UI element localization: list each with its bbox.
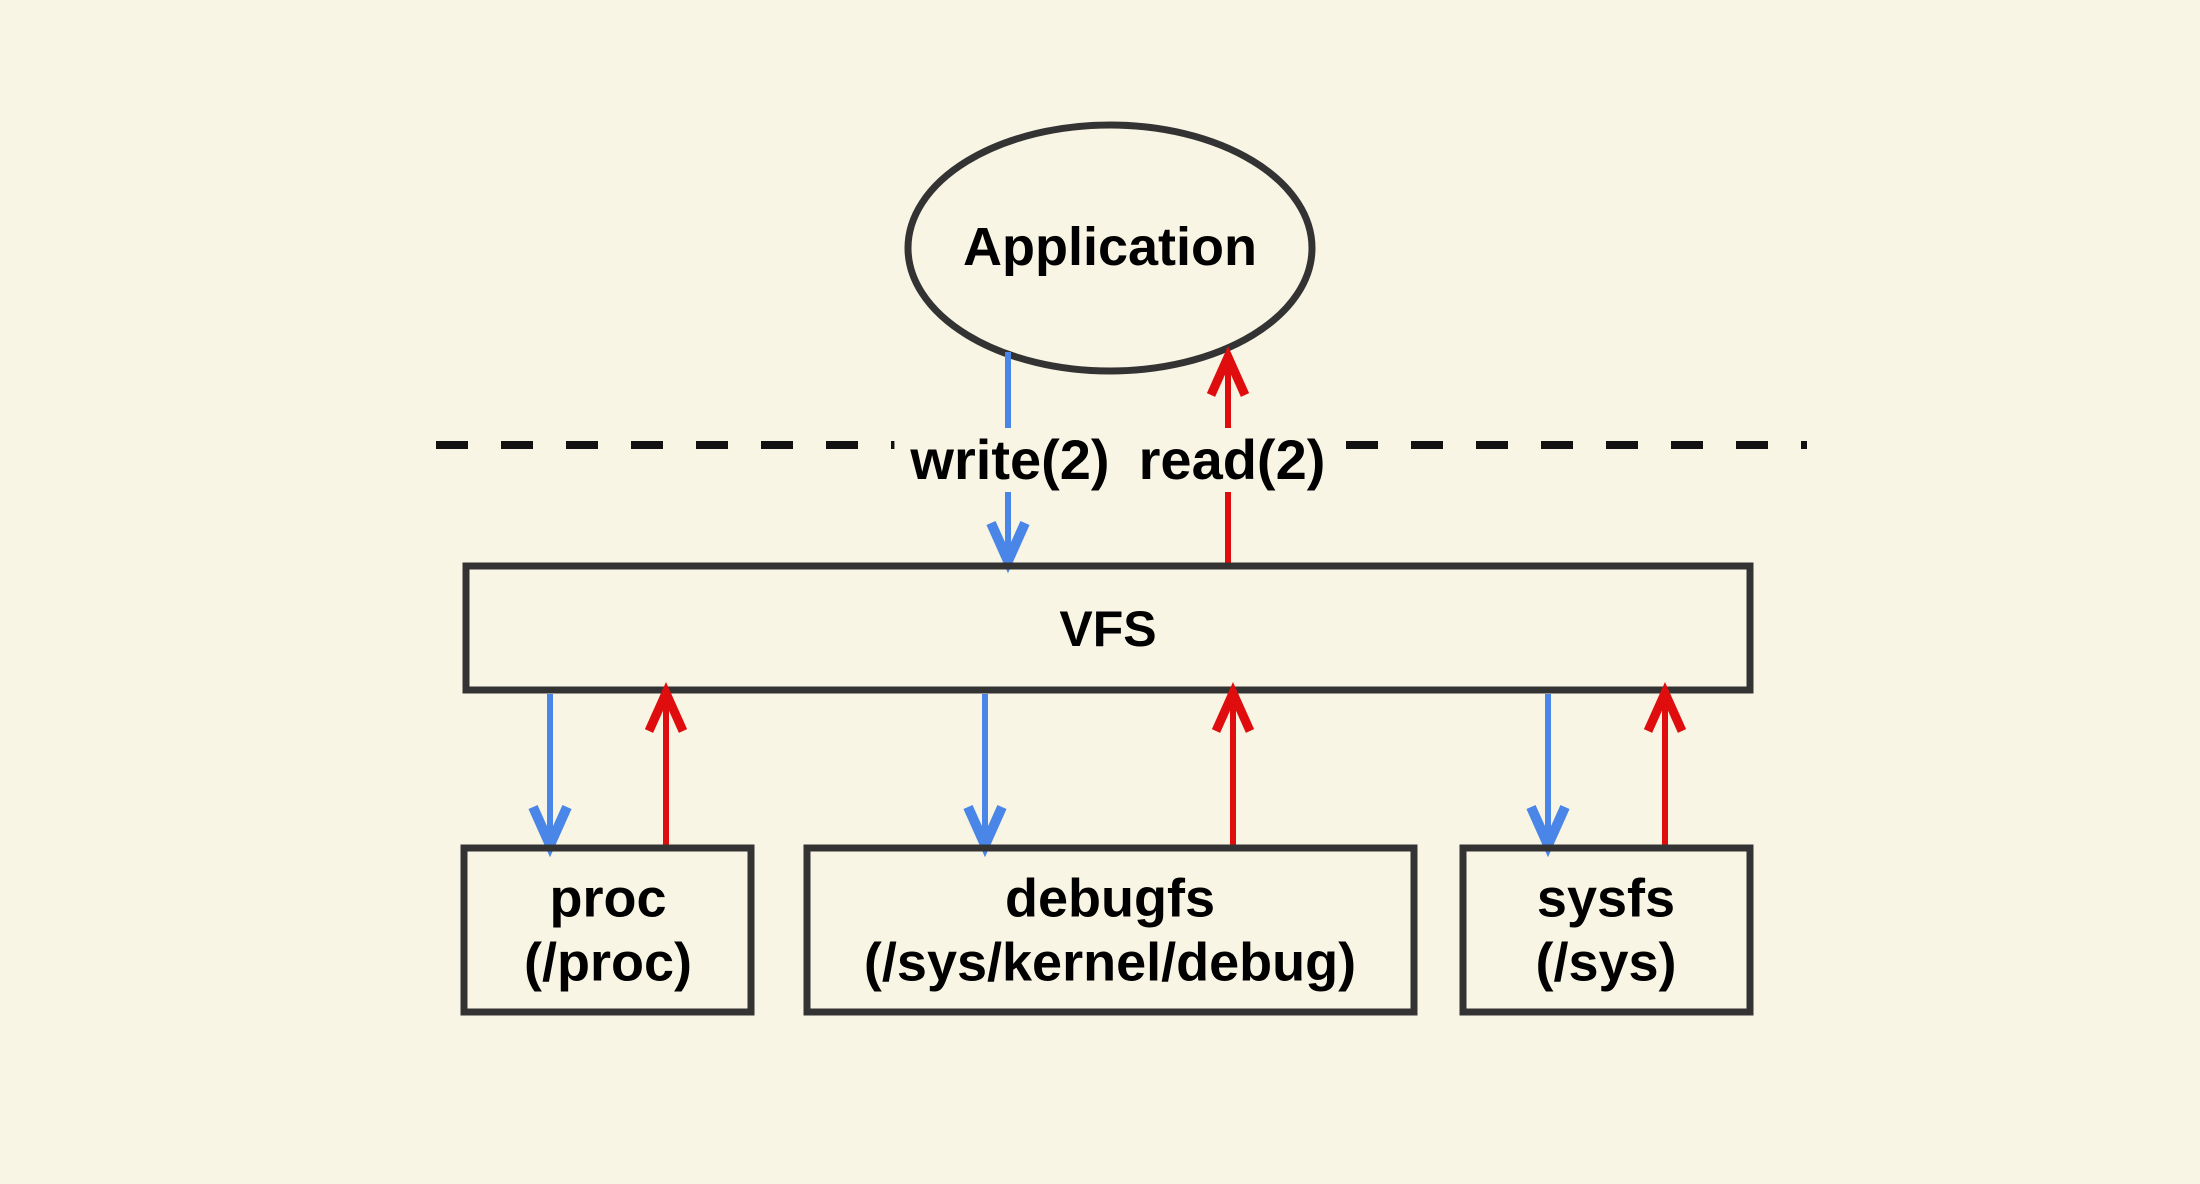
read-syscall-label: read(2) bbox=[1122, 428, 1342, 492]
sysfs-mount-label: (/sys) bbox=[1535, 932, 1677, 992]
proc-label-group: proc (/proc) bbox=[524, 867, 692, 994]
debugfs-to-vfs-read-arrow bbox=[1211, 681, 1255, 848]
vfs-to-debugfs-write-arrow bbox=[963, 694, 1007, 858]
red-arrow-head-icon bbox=[1643, 681, 1687, 733]
sysfs-node bbox=[1459, 844, 1754, 1016]
debugfs-label-group: debugfs (/sys/kernel/debug) bbox=[864, 867, 1356, 994]
read-arrow-head-icon bbox=[1206, 345, 1250, 397]
proc-to-vfs-read-arrow bbox=[644, 681, 688, 848]
red-arrow-head-icon bbox=[1211, 681, 1255, 733]
sysfs-label: sysfs bbox=[1536, 868, 1676, 929]
debugfs-mount-label: (/sys/kernel/debug) bbox=[863, 932, 1357, 992]
proc-mount-label: (/proc) bbox=[524, 932, 692, 992]
red-arrow-head-icon bbox=[644, 681, 688, 733]
debugfs-label: debugfs bbox=[1005, 868, 1215, 929]
sysfs-label-group: sysfs (/sys) bbox=[1535, 867, 1676, 994]
application-node bbox=[904, 121, 1316, 375]
vfs-label: VFS bbox=[1059, 601, 1157, 657]
write-syscall-label: write(2) bbox=[894, 428, 1126, 492]
vfs-to-proc-write-arrow bbox=[528, 694, 572, 858]
proc-label: proc bbox=[549, 868, 667, 929]
proc-node bbox=[460, 844, 755, 1016]
vfs-to-sysfs-write-arrow bbox=[1526, 694, 1570, 858]
vfs-node bbox=[462, 562, 1754, 694]
sysfs-to-vfs-read-arrow bbox=[1643, 681, 1687, 848]
application-label: Application bbox=[963, 217, 1257, 277]
write-arrow-head-icon bbox=[986, 520, 1030, 574]
debugfs-node bbox=[803, 844, 1418, 1016]
